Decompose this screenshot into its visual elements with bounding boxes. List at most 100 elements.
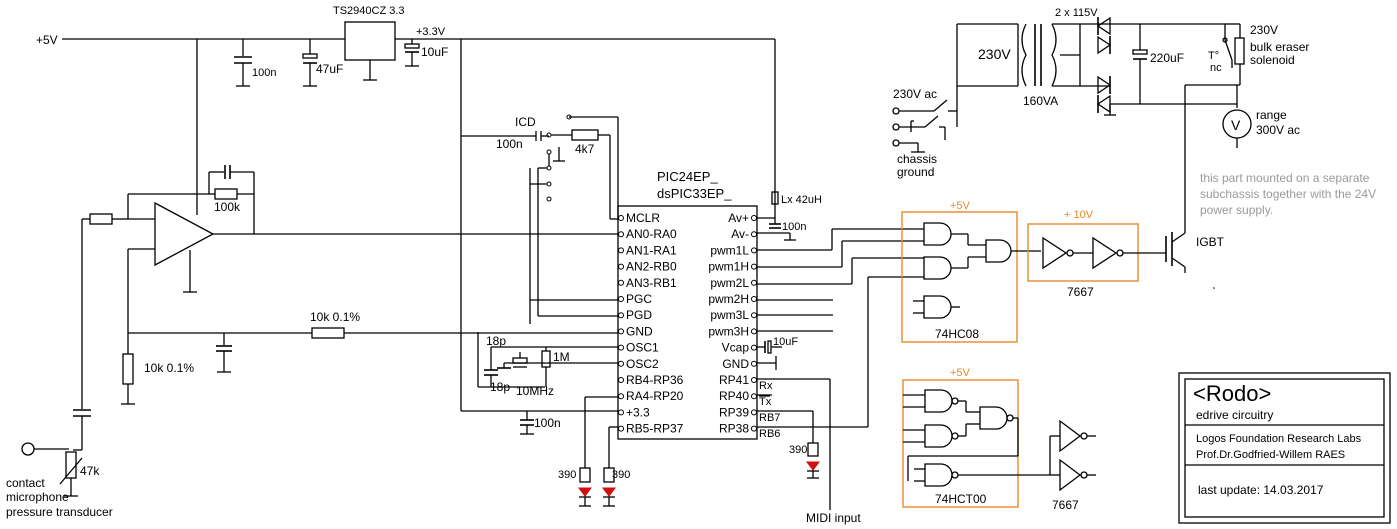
brand-title: <Rodo> bbox=[1193, 381, 1271, 406]
igbt-label: IGBT bbox=[1196, 235, 1225, 249]
diode-4-icon bbox=[1096, 94, 1111, 114]
chip-right-pin-label: pwm2H bbox=[708, 292, 749, 306]
chip-left-pin-dot bbox=[618, 296, 624, 302]
chip-left-pin-dot bbox=[618, 279, 624, 286]
sol-label-2: bulk eraser bbox=[1250, 40, 1309, 54]
chip-right-pin-dot bbox=[751, 360, 757, 367]
d7667-b-label: 7667 bbox=[1052, 498, 1079, 512]
chip-right-pin-label: pwm3H bbox=[708, 324, 749, 338]
chip-right-pin-label: Vcap bbox=[722, 341, 750, 355]
c10u-a-label: 10uF bbox=[421, 45, 448, 59]
v33-label: +3.3V bbox=[416, 26, 446, 38]
chip-left-pin-dot bbox=[618, 409, 624, 416]
chip-right-pin-dot bbox=[751, 344, 757, 351]
led-a-icon bbox=[578, 487, 592, 497]
chip-left-pin-label: PGC bbox=[626, 292, 652, 306]
c100n-d-label: 100n bbox=[782, 221, 806, 233]
chip-left-pin-dot bbox=[618, 425, 624, 432]
chip-right-pin-label: pwm1L bbox=[710, 243, 749, 257]
sol-label-1: 230V bbox=[1250, 23, 1278, 37]
r47k-label: 47k bbox=[80, 464, 100, 478]
oscillator: 18p 18p 10MHz 1M bbox=[477, 332, 618, 398]
chip-right-pin-dot bbox=[751, 215, 757, 221]
mic-label-1: contact bbox=[6, 476, 45, 490]
r10k-b-label: 10k 0.1% bbox=[144, 361, 194, 375]
chip-right-pin-label: GND bbox=[722, 357, 749, 371]
solenoid bbox=[1234, 37, 1245, 65]
chip-left-pin-label: AN3-RB1 bbox=[626, 276, 677, 290]
c18p-b-label: 18p bbox=[490, 380, 510, 394]
last-update: last update: 14.03.2017 bbox=[1198, 483, 1324, 497]
mic-label-2: microphone bbox=[6, 490, 69, 504]
chip-left-pin-label: OSC2 bbox=[626, 357, 659, 371]
chip-left-pin-label: AN0-RA0 bbox=[626, 227, 677, 241]
thermo-label-1: T° bbox=[1208, 50, 1219, 62]
chip-right-connections: Lx 42uH 100n 10uF Rx Tx bbox=[757, 191, 924, 525]
icd-header: ICD 4k7 100n bbox=[496, 114, 619, 324]
r390-a-label: 390 bbox=[558, 469, 576, 481]
diode-1-icon bbox=[1097, 35, 1112, 55]
chip-left-pin-label: RB4-RP36 bbox=[626, 373, 684, 387]
range-label-1: range bbox=[1256, 108, 1287, 122]
chip-right-pin-dot bbox=[751, 247, 757, 254]
chip-right-pin-label: RP41 bbox=[719, 373, 749, 387]
led-c-icon bbox=[806, 461, 820, 471]
chip-left-pin-label: +3.3 bbox=[626, 405, 650, 419]
led-b-icon bbox=[602, 487, 616, 497]
chip-right-pin-dot bbox=[751, 279, 757, 286]
chip-left-pin-label: RA4-RP20 bbox=[626, 389, 684, 403]
chip-left-pin-label: OSC1 bbox=[626, 341, 659, 355]
logic-74hc08: +5V 74HC08 bbox=[901, 200, 1041, 343]
diode-3-icon bbox=[1096, 16, 1111, 36]
chip-right-pin-dot bbox=[751, 263, 757, 270]
trafo-va-label: 160VA bbox=[1023, 94, 1058, 108]
power-supply-section: +5V 100n 47uF TS2940CZ 3.3 +3.3V 10uF bbox=[36, 5, 776, 412]
vplus5-a-label: +5V bbox=[950, 200, 971, 212]
chip-right-pin-label: pwm1H bbox=[708, 260, 749, 274]
chip-left-pin-label: PGD bbox=[626, 308, 652, 322]
chip-left-pin-dot bbox=[618, 393, 624, 400]
chip-left-pin-dot bbox=[618, 312, 624, 319]
chip-right-pin-dot bbox=[751, 425, 757, 432]
chip-right-pin-dot bbox=[751, 328, 757, 335]
rx-label: Rx bbox=[759, 380, 773, 392]
tx-label: Tx bbox=[759, 396, 772, 408]
microphone-icon bbox=[21, 442, 35, 456]
trafo-pri-label: 230V bbox=[978, 46, 1011, 62]
chip-right-pin-dot bbox=[751, 409, 757, 416]
chip-right-pin-dot bbox=[751, 377, 757, 383]
chip-right-pin-dot bbox=[751, 231, 757, 238]
transformer bbox=[1017, 23, 1027, 87]
regulator-ts2940 bbox=[344, 21, 396, 61]
thermo-label-2: nc bbox=[1210, 62, 1222, 74]
input-stage: 100k 10k 0.1% 10k 0.1% bbox=[6, 39, 618, 519]
c10u-b-label: 10uF bbox=[773, 336, 798, 348]
chassis-label-2: ground bbox=[897, 165, 934, 179]
driver-7667-a: + 10V 7667 bbox=[1027, 209, 1166, 299]
chip-right-pin-dot bbox=[751, 296, 757, 302]
chip-right-pin-label: Av- bbox=[731, 227, 749, 241]
chip-left-pin-label: MCLR bbox=[626, 211, 660, 225]
chip-left-pin-label: AN2-RB0 bbox=[626, 260, 677, 274]
mains-section: 230V ac chassis ground 230V 2 x 115V 160… bbox=[892, 7, 1376, 217]
title-block: <Rodo> edrive circuitry Logos Foundation… bbox=[1178, 372, 1391, 524]
chip-right-pin-label: RP40 bbox=[719, 389, 749, 403]
chip-right-pin-label: Av+ bbox=[728, 211, 749, 225]
d7667-a-label: 7667 bbox=[1067, 285, 1094, 299]
chip-right-pin-label: pwm3L bbox=[710, 308, 749, 322]
vplus5-b-label: +5V bbox=[950, 367, 971, 379]
hct00-label: 74HCT00 bbox=[935, 492, 987, 506]
chip-right-pin-dot bbox=[751, 393, 757, 400]
trafo-sec-label: 2 x 115V bbox=[1055, 7, 1098, 19]
icd-label: ICD bbox=[515, 115, 536, 129]
chip-right-pin-label: pwm2L bbox=[710, 276, 749, 290]
logic-74hct00: +5V 74HCT00 7667 bbox=[902, 367, 1096, 512]
midi-label: MIDI input bbox=[806, 511, 861, 525]
chip-right-pin-label: RP38 bbox=[719, 422, 749, 436]
chip-left-pin-dot bbox=[618, 247, 624, 254]
chip-left-pin-dot bbox=[618, 377, 624, 383]
c100n-a-label: 100n bbox=[252, 67, 276, 79]
leds: 390 390 100n bbox=[520, 396, 630, 507]
chassis-label-1: chassis bbox=[897, 152, 937, 166]
